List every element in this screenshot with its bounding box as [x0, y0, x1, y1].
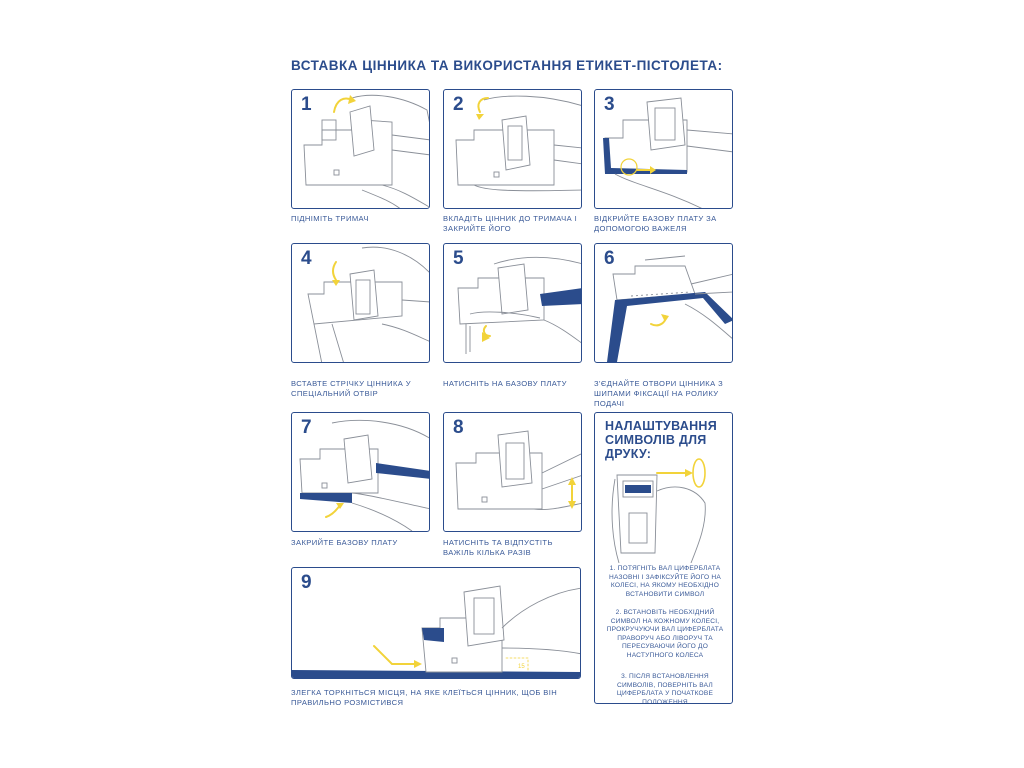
step-number: 3	[604, 94, 615, 115]
labeler-illustration	[607, 255, 732, 362]
settings-title: НАЛАШТУВАННЯ СИМВОЛІВ ДЛЯ ДРУКУ:	[605, 419, 718, 461]
labeler-illustration	[603, 97, 732, 208]
labeler-illustration	[455, 430, 581, 510]
step-4-panel: 4	[291, 243, 430, 363]
labeler-illustration	[457, 256, 581, 354]
settings-note-2: 2. ВСТАНОВІТЬ НЕОБХІДНИЙ СИМВОЛ НА КОЖНО…	[606, 609, 724, 659]
labeler-illustration	[307, 246, 429, 362]
step-3-caption: ВІДКРИЙТЕ БАЗОВУ ПЛАТУ ЗА ДОПОМОГОЮ ВАЖЕ…	[594, 214, 717, 233]
step-9-caption: ЗЛЕГКА ТОРКНІТЬСЯ МІСЦЯ, НА ЯКЕ КЛЕЇТЬСЯ…	[291, 688, 558, 707]
dial-settings-illustration	[611, 458, 706, 563]
step-2-panel: 2	[443, 89, 582, 209]
step-7-caption: ЗАКРИЙТЕ БАЗОВУ ПЛАТУ	[291, 538, 398, 547]
step-number: 2	[453, 94, 464, 115]
step-8-panel: 8	[443, 412, 582, 532]
step-3-panel: 3	[594, 89, 733, 209]
step-5-caption: НАТИСНІТЬ НА БАЗОВУ ПЛАТУ	[443, 379, 567, 388]
step-2-caption: ВКЛАДІТЬ ЦІННИК ДО ТРИМАЧА І ЗАКРИЙТЕ ЙО…	[443, 214, 578, 233]
page-title: ВСТАВКА ЦІННИКА ТА ВИКОРИСТАННЯ ЕТИКЕТ-П…	[291, 58, 723, 73]
step-number: 1	[301, 94, 312, 115]
settings-note-3: 3. ПІСЛЯ ВСТАНОВЛЕННЯ СИМВОЛІВ, ПОВЕРНІТ…	[616, 673, 714, 704]
print-settings-panel: НАЛАШТУВАННЯ СИМВОЛІВ ДЛЯ ДРУКУ: 1. ПОТЯ…	[594, 412, 733, 704]
measure-label: 15	[518, 664, 525, 670]
step-4-caption: ВСТАВТЕ СТРІЧКУ ЦІННИКА У СПЕЦІАЛЬНИЙ ОТ…	[291, 379, 411, 398]
step-7-panel: 7	[291, 412, 430, 532]
step-6-panel: 6	[594, 243, 733, 363]
step-1-panel: 1	[291, 89, 430, 209]
labeler-illustration	[299, 419, 429, 531]
step-number: 7	[301, 417, 312, 438]
step-8-caption: НАТИСНІТЬ ТА ВІДПУСТІТЬ ВАЖІЛЬ КІЛЬКА РА…	[443, 538, 553, 557]
step-number: 8	[453, 417, 464, 438]
labeler-illustration	[303, 94, 429, 208]
settings-note-1: 1. ПОТЯГНІТЬ ВАЛ ЦИФЕРБЛАТА НАЗОВНІ І ЗА…	[609, 565, 721, 598]
labeler-illustration: 15	[292, 585, 580, 678]
step-5-panel: 5	[443, 243, 582, 363]
step-6-caption: З'ЄДНАЙТЕ ОТВОРИ ЦІННИКА З ШИПАМИ ФІКСАЦ…	[594, 379, 724, 408]
step-number: 4	[301, 248, 312, 269]
step-9-panel: 9 15	[291, 567, 581, 679]
step-number: 6	[604, 248, 615, 269]
step-1-caption: ПІДНІМІТЬ ТРИМАЧ	[291, 214, 369, 223]
step-number: 5	[453, 248, 464, 269]
labeler-illustration	[455, 95, 581, 192]
step-number: 9	[301, 572, 312, 593]
